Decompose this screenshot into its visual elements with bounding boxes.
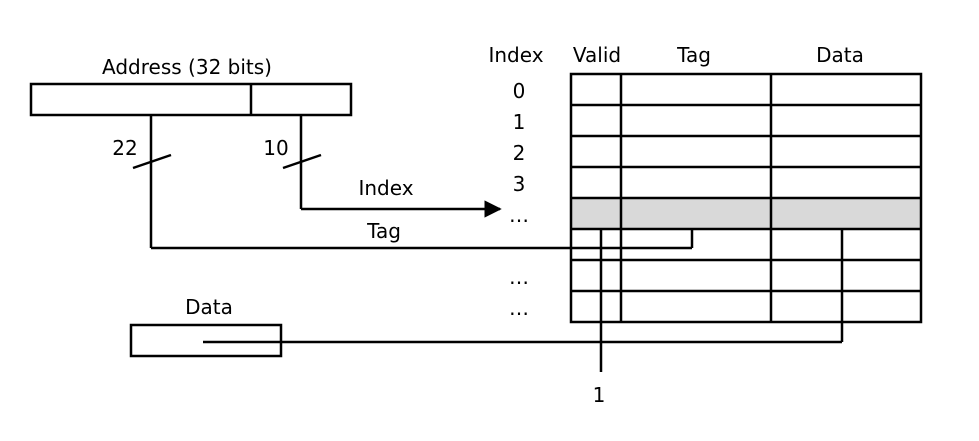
row-index-label: 1 xyxy=(513,110,526,134)
row-index-label: … xyxy=(509,265,529,289)
tag-wire-label: Tag xyxy=(366,219,401,243)
data-label: Data xyxy=(185,295,233,319)
header-valid: Valid xyxy=(573,43,621,67)
row-index-label: 3 xyxy=(513,172,526,196)
address-register xyxy=(29,82,353,117)
data-register xyxy=(129,323,283,358)
index-wire-label: Index xyxy=(358,176,413,200)
tag-bus-width-slash xyxy=(132,153,172,170)
index-bus-width: 10 xyxy=(263,136,288,160)
row-index-label: 0 xyxy=(513,79,526,103)
header-data: Data xyxy=(816,43,864,67)
valid-input-value: 1 xyxy=(593,383,606,407)
row-index-label: … xyxy=(509,203,529,227)
selected-row-highlight xyxy=(571,198,921,229)
header-tag: Tag xyxy=(676,43,711,67)
header-index: Index xyxy=(488,43,543,67)
index-bus-width-slash xyxy=(282,153,322,170)
row-index-label: … xyxy=(509,296,529,320)
address-label: Address (32 bits) xyxy=(102,55,272,79)
row-index-label: 2 xyxy=(513,141,526,165)
tag-bus-width: 22 xyxy=(112,136,137,160)
cache-table: Index Valid Tag Data 0 1 2 3 … … … xyxy=(488,43,923,324)
